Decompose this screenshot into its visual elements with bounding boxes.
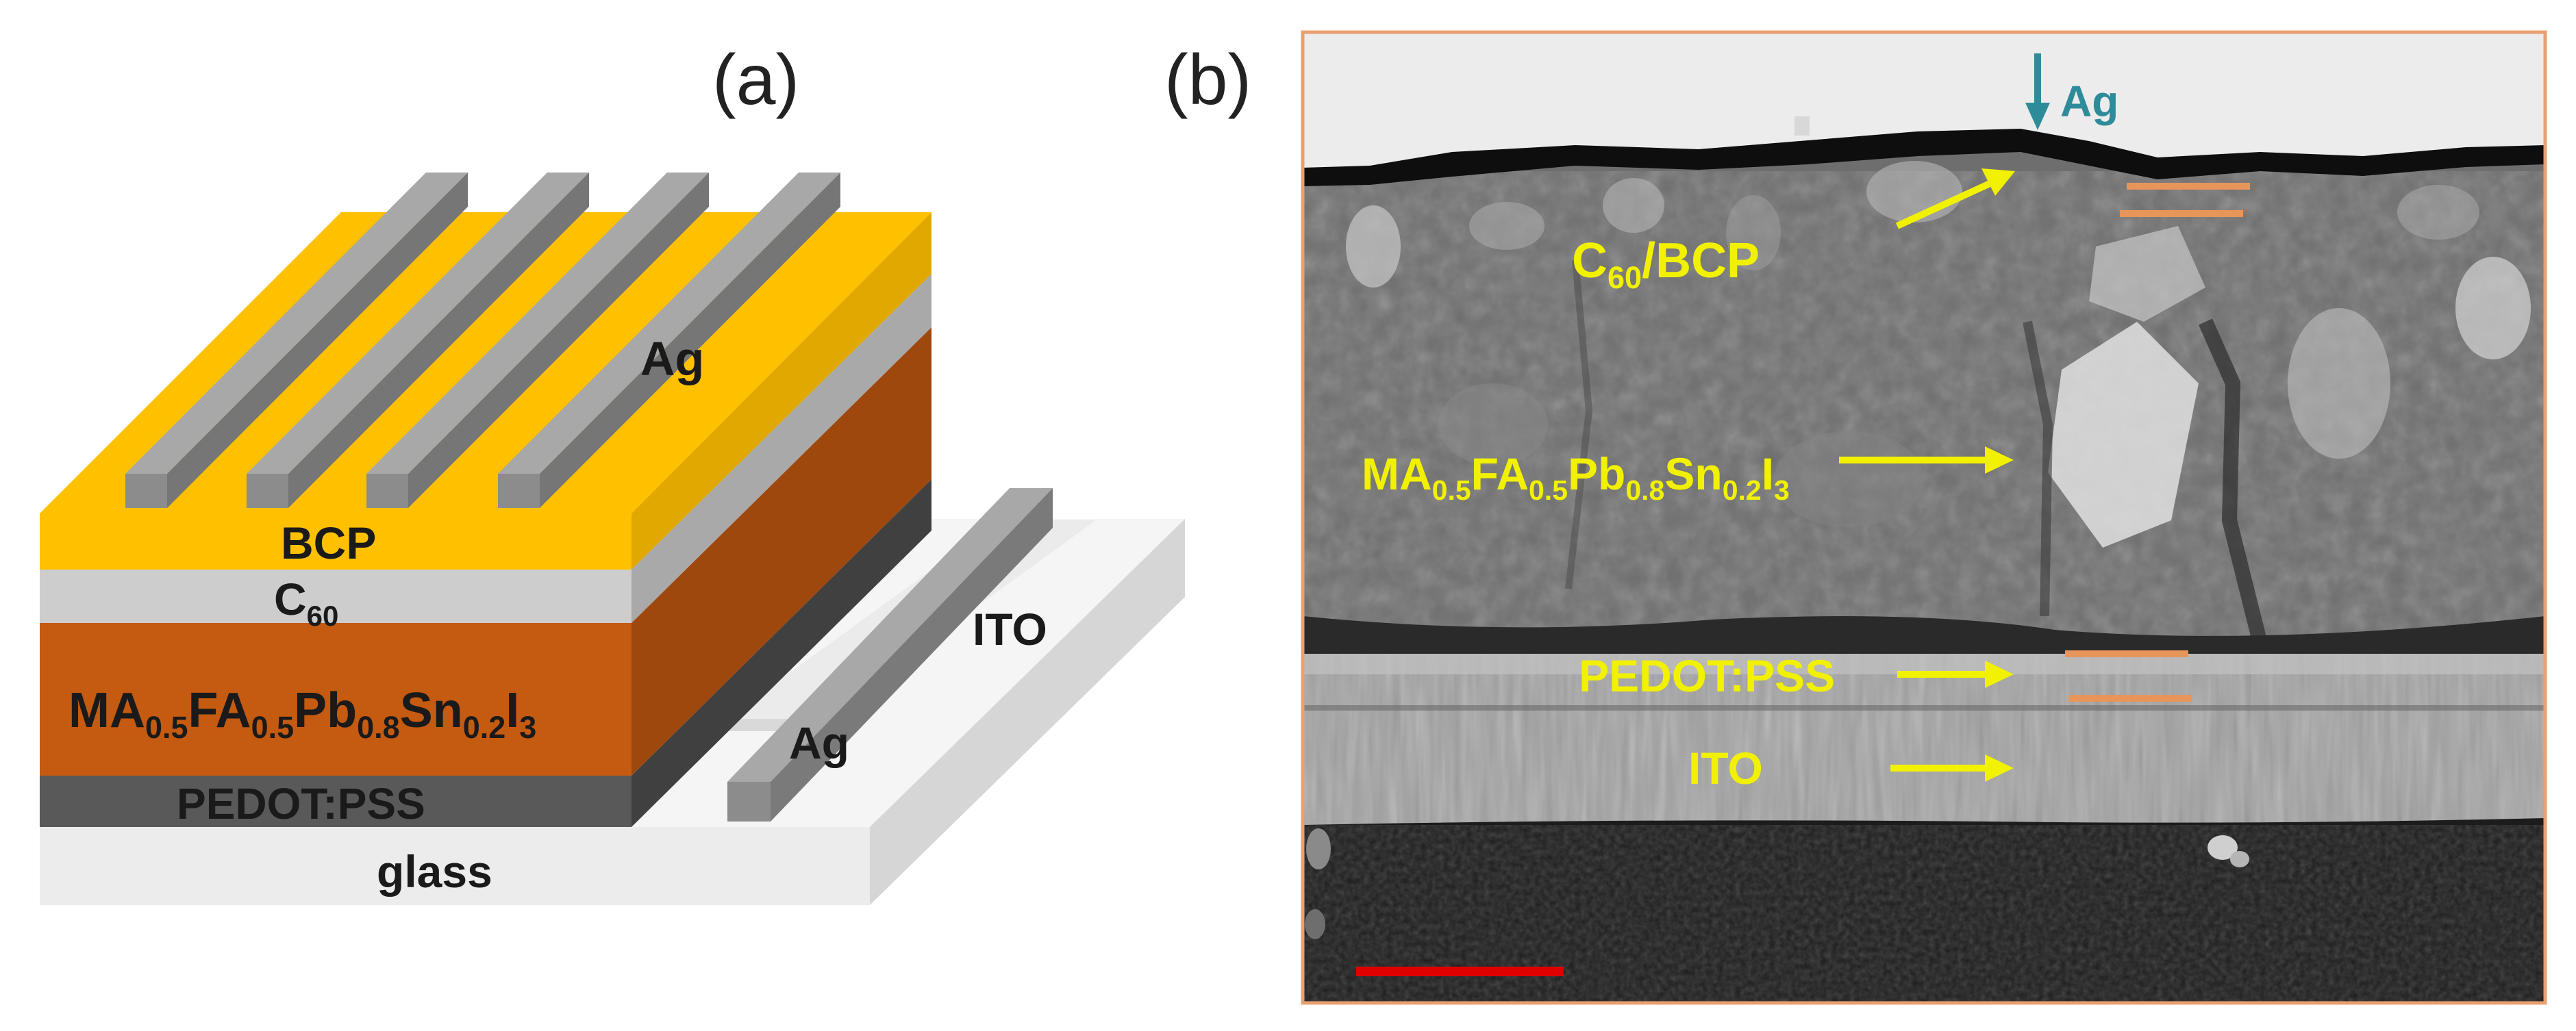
- subscript-3: 0.5: [1529, 474, 1568, 506]
- formula-part-0: C: [1572, 233, 1608, 288]
- subscript-7: 0.2: [463, 710, 506, 745]
- subscript-1: 0.5: [145, 710, 188, 745]
- subscript-3: 0.5: [251, 710, 295, 745]
- formula-part-2: FA: [1471, 448, 1529, 499]
- subscript-9: 3: [1774, 474, 1790, 506]
- ag-top-label: Ag: [640, 332, 704, 385]
- subscript-5: 0.8: [357, 710, 400, 745]
- subscript-5: 0.8: [1625, 474, 1664, 506]
- scale-bar-line: [1356, 967, 1564, 976]
- ag-label-b: Ag: [2060, 77, 2118, 126]
- interface-marks: [2065, 183, 2250, 702]
- subscript-7: 0.2: [1723, 474, 1762, 506]
- formula-part-4: Pb: [1568, 448, 1625, 499]
- c60-label: C60: [274, 574, 338, 632]
- c60-base: C: [274, 574, 307, 624]
- c60-subscript: 60: [307, 600, 339, 632]
- formula-part-8: I: [505, 683, 519, 738]
- bcp-label: BCP: [281, 518, 376, 568]
- ag-side-contact: [727, 488, 1053, 822]
- sem-image: [1303, 32, 2545, 1003]
- pedot-label-b: PEDOT:PSS: [1579, 650, 1835, 701]
- perovskite-label: MA0.5FA0.5Pb0.8Sn0.2I3: [68, 683, 536, 745]
- ito-label: ITO: [973, 604, 1047, 654]
- ag-arrow: [2025, 53, 2050, 130]
- perovskite-layer: [40, 327, 931, 776]
- panel-a-letter: (a): [712, 40, 799, 120]
- formula-part-2: /BCP: [1642, 233, 1760, 288]
- formula-part-6: Sn: [400, 683, 463, 738]
- glass-label: glass: [377, 846, 492, 897]
- pedot-label: PEDOT:PSS: [177, 779, 425, 828]
- perovskite-label-b: MA0.5FA0.5Pb0.8Sn0.2I3: [1362, 448, 1790, 506]
- subscript-9: 3: [519, 710, 536, 745]
- ag-finger-4: [498, 173, 840, 508]
- formula-part-2: FA: [188, 683, 251, 738]
- formula-part-0: MA: [68, 683, 145, 738]
- arrow-c60bcp: [1895, 178, 1997, 229]
- panel-b: (b): [1164, 30, 2547, 1005]
- arrowhead-c60bcp: [1981, 168, 2015, 196]
- ag-finger-2: [247, 173, 589, 508]
- arrowhead-perovskite: [1985, 446, 2014, 474]
- formula-part-4: Pb: [294, 683, 357, 738]
- ag-side-label: Ag: [789, 717, 849, 768]
- yellow-arrows: [1839, 168, 2015, 782]
- formula-part-8: I: [1762, 448, 1774, 499]
- ito-label-b: ITO: [1688, 743, 1763, 793]
- formula-part-0: MA: [1362, 448, 1432, 499]
- subscript-1: 60: [1608, 260, 1642, 295]
- panel-b-letter: (b): [1164, 40, 1251, 120]
- formula-part-6: Sn: [1664, 448, 1722, 499]
- c60-layer: [40, 274, 931, 623]
- pedot-layer: [40, 479, 931, 827]
- sem-frame: [1301, 30, 2547, 1005]
- ag-finger-3: [366, 173, 709, 508]
- scale-bar: [1356, 967, 1564, 976]
- arrowhead-ito: [1985, 754, 2014, 782]
- ag-finger-1: [125, 173, 468, 508]
- arrowhead-pedot: [1985, 661, 2014, 688]
- subscript-1: 0.5: [1432, 474, 1471, 506]
- c60bcp-label: C60/BCP: [1572, 233, 1760, 295]
- panel-a: (a): [40, 40, 1185, 905]
